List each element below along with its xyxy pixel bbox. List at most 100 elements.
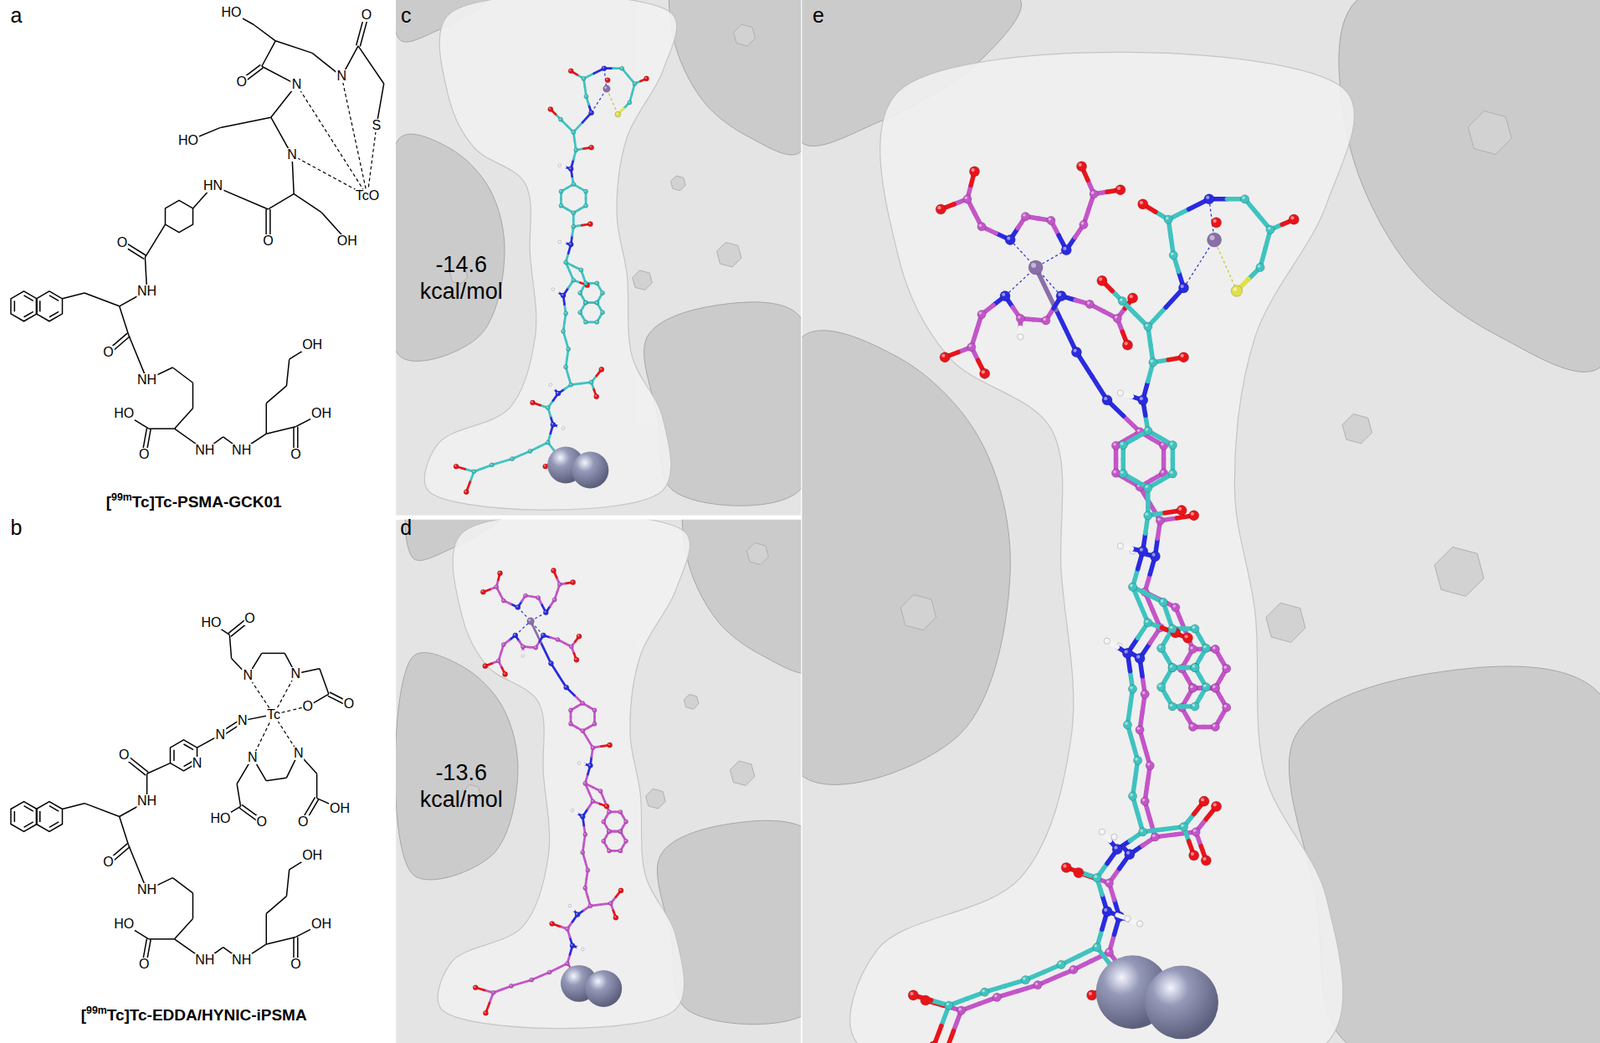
atom-ball: [568, 903, 572, 908]
single-bond: [147, 763, 171, 775]
zinc-ion: [571, 451, 609, 489]
label-anchor: O: [138, 957, 150, 971]
single-bond: [192, 892, 195, 918]
atom-highlight: [454, 464, 457, 467]
atom-ball: [1124, 849, 1135, 860]
atom-highlight: [1189, 723, 1194, 728]
atom-highlight: [1169, 441, 1174, 446]
atom-ball: [472, 984, 478, 990]
atom-ball: [1201, 682, 1211, 692]
atom-label: HO: [220, 5, 243, 20]
atom-highlight: [607, 830, 610, 832]
atom-ball: [571, 182, 576, 187]
atom-highlight: [1103, 396, 1108, 400]
atom-highlight: [531, 400, 534, 403]
atom-ball: [578, 290, 583, 295]
atom-label: N: [290, 666, 303, 681]
atom-ball: [935, 204, 946, 215]
atom-highlight: [502, 599, 504, 601]
atom-ball: [1149, 550, 1160, 561]
atom-highlight: [607, 849, 610, 852]
atom-ball: [1143, 618, 1153, 627]
atom-ball: [569, 644, 574, 649]
atom-ball: [1061, 861, 1072, 872]
ligand-model: [907, 194, 1299, 1043]
atom-highlight: [574, 148, 577, 151]
atom-ball: [453, 463, 459, 469]
atom-label: OH: [301, 338, 324, 352]
coordination-bond: [296, 84, 368, 196]
compound-name: [99mTc]Tc-EDDA/HYNIC-iPSMA: [81, 1005, 308, 1026]
atom-highlight: [1158, 645, 1162, 649]
atom-highlight: [1169, 625, 1174, 630]
label-anchor: O: [138, 447, 150, 462]
atom-label: HN: [202, 179, 224, 193]
atom-label: HO: [112, 406, 135, 421]
atom-ball: [1015, 313, 1025, 323]
aromatic-bond: [24, 821, 34, 827]
atom-ball: [600, 290, 605, 295]
atom-label: N: [215, 728, 227, 742]
atom-highlight: [483, 1010, 486, 1013]
single-bond: [266, 896, 287, 914]
atom-ball: [540, 632, 546, 638]
atom-highlight: [588, 764, 590, 766]
atom-ball: [1128, 684, 1137, 693]
atom-ball: [584, 94, 589, 99]
atom-ball: [587, 221, 593, 227]
atom-highlight: [530, 978, 533, 980]
atom-highlight: [1022, 213, 1026, 217]
atom-highlight: [1192, 664, 1196, 668]
atom-ball: [1135, 725, 1144, 734]
atom-ball: [501, 641, 506, 647]
atom-ball: [1200, 855, 1211, 866]
atom-ball: [1157, 682, 1166, 692]
atom-highlight: [595, 301, 598, 303]
atom-highlight: [1129, 686, 1134, 690]
atom-ball: [1056, 959, 1066, 969]
atom-highlight: [551, 422, 554, 425]
docking-panel: [801, 0, 1600, 1043]
atom-ball: [580, 728, 585, 734]
atom-ball: [1266, 225, 1275, 234]
atom-label: HO: [200, 615, 222, 630]
atom-highlight: [1062, 246, 1067, 251]
atom-highlight: [490, 463, 493, 466]
atom-highlight: [1078, 163, 1083, 167]
atom-ball: [1210, 644, 1220, 653]
atom-ball: [601, 66, 607, 72]
atom-ball: [1123, 720, 1132, 729]
atom-label: O: [301, 699, 313, 713]
atom-ball: [480, 589, 486, 595]
atom-ball: [1087, 989, 1098, 1000]
atom-ball: [550, 568, 556, 574]
atom-ball: [536, 594, 541, 600]
atom-highlight: [550, 922, 553, 924]
atom-highlight: [552, 569, 554, 571]
atom-highlight: [569, 904, 570, 906]
atom-highlight: [1158, 683, 1162, 688]
atom-highlight: [595, 320, 598, 323]
atom-ball: [607, 742, 613, 748]
label-anchor: NH: [136, 794, 158, 808]
atom-label: NH: [136, 373, 158, 387]
single-bond: [84, 803, 120, 817]
atom-ball: [1155, 516, 1165, 525]
atom-ball: [963, 194, 972, 204]
atom-label: N: [191, 756, 204, 770]
atom-ball: [1169, 251, 1178, 260]
atom-ball: [1103, 637, 1110, 644]
atom-ball: [1071, 347, 1082, 358]
atom-ball: [568, 241, 574, 247]
ring: [164, 200, 193, 232]
atom-label: O: [289, 957, 302, 971]
atom-highlight: [1172, 604, 1176, 608]
atom-label: N: [291, 77, 303, 92]
atom-label: N: [246, 750, 259, 765]
atom-highlight: [572, 278, 575, 281]
atom-highlight: [552, 288, 554, 290]
single-bond: [261, 652, 285, 655]
label-anchor: O: [116, 235, 129, 250]
binding-energy: -13.6 kcal/mol: [410, 758, 512, 814]
atom-highlight: [1112, 442, 1117, 447]
